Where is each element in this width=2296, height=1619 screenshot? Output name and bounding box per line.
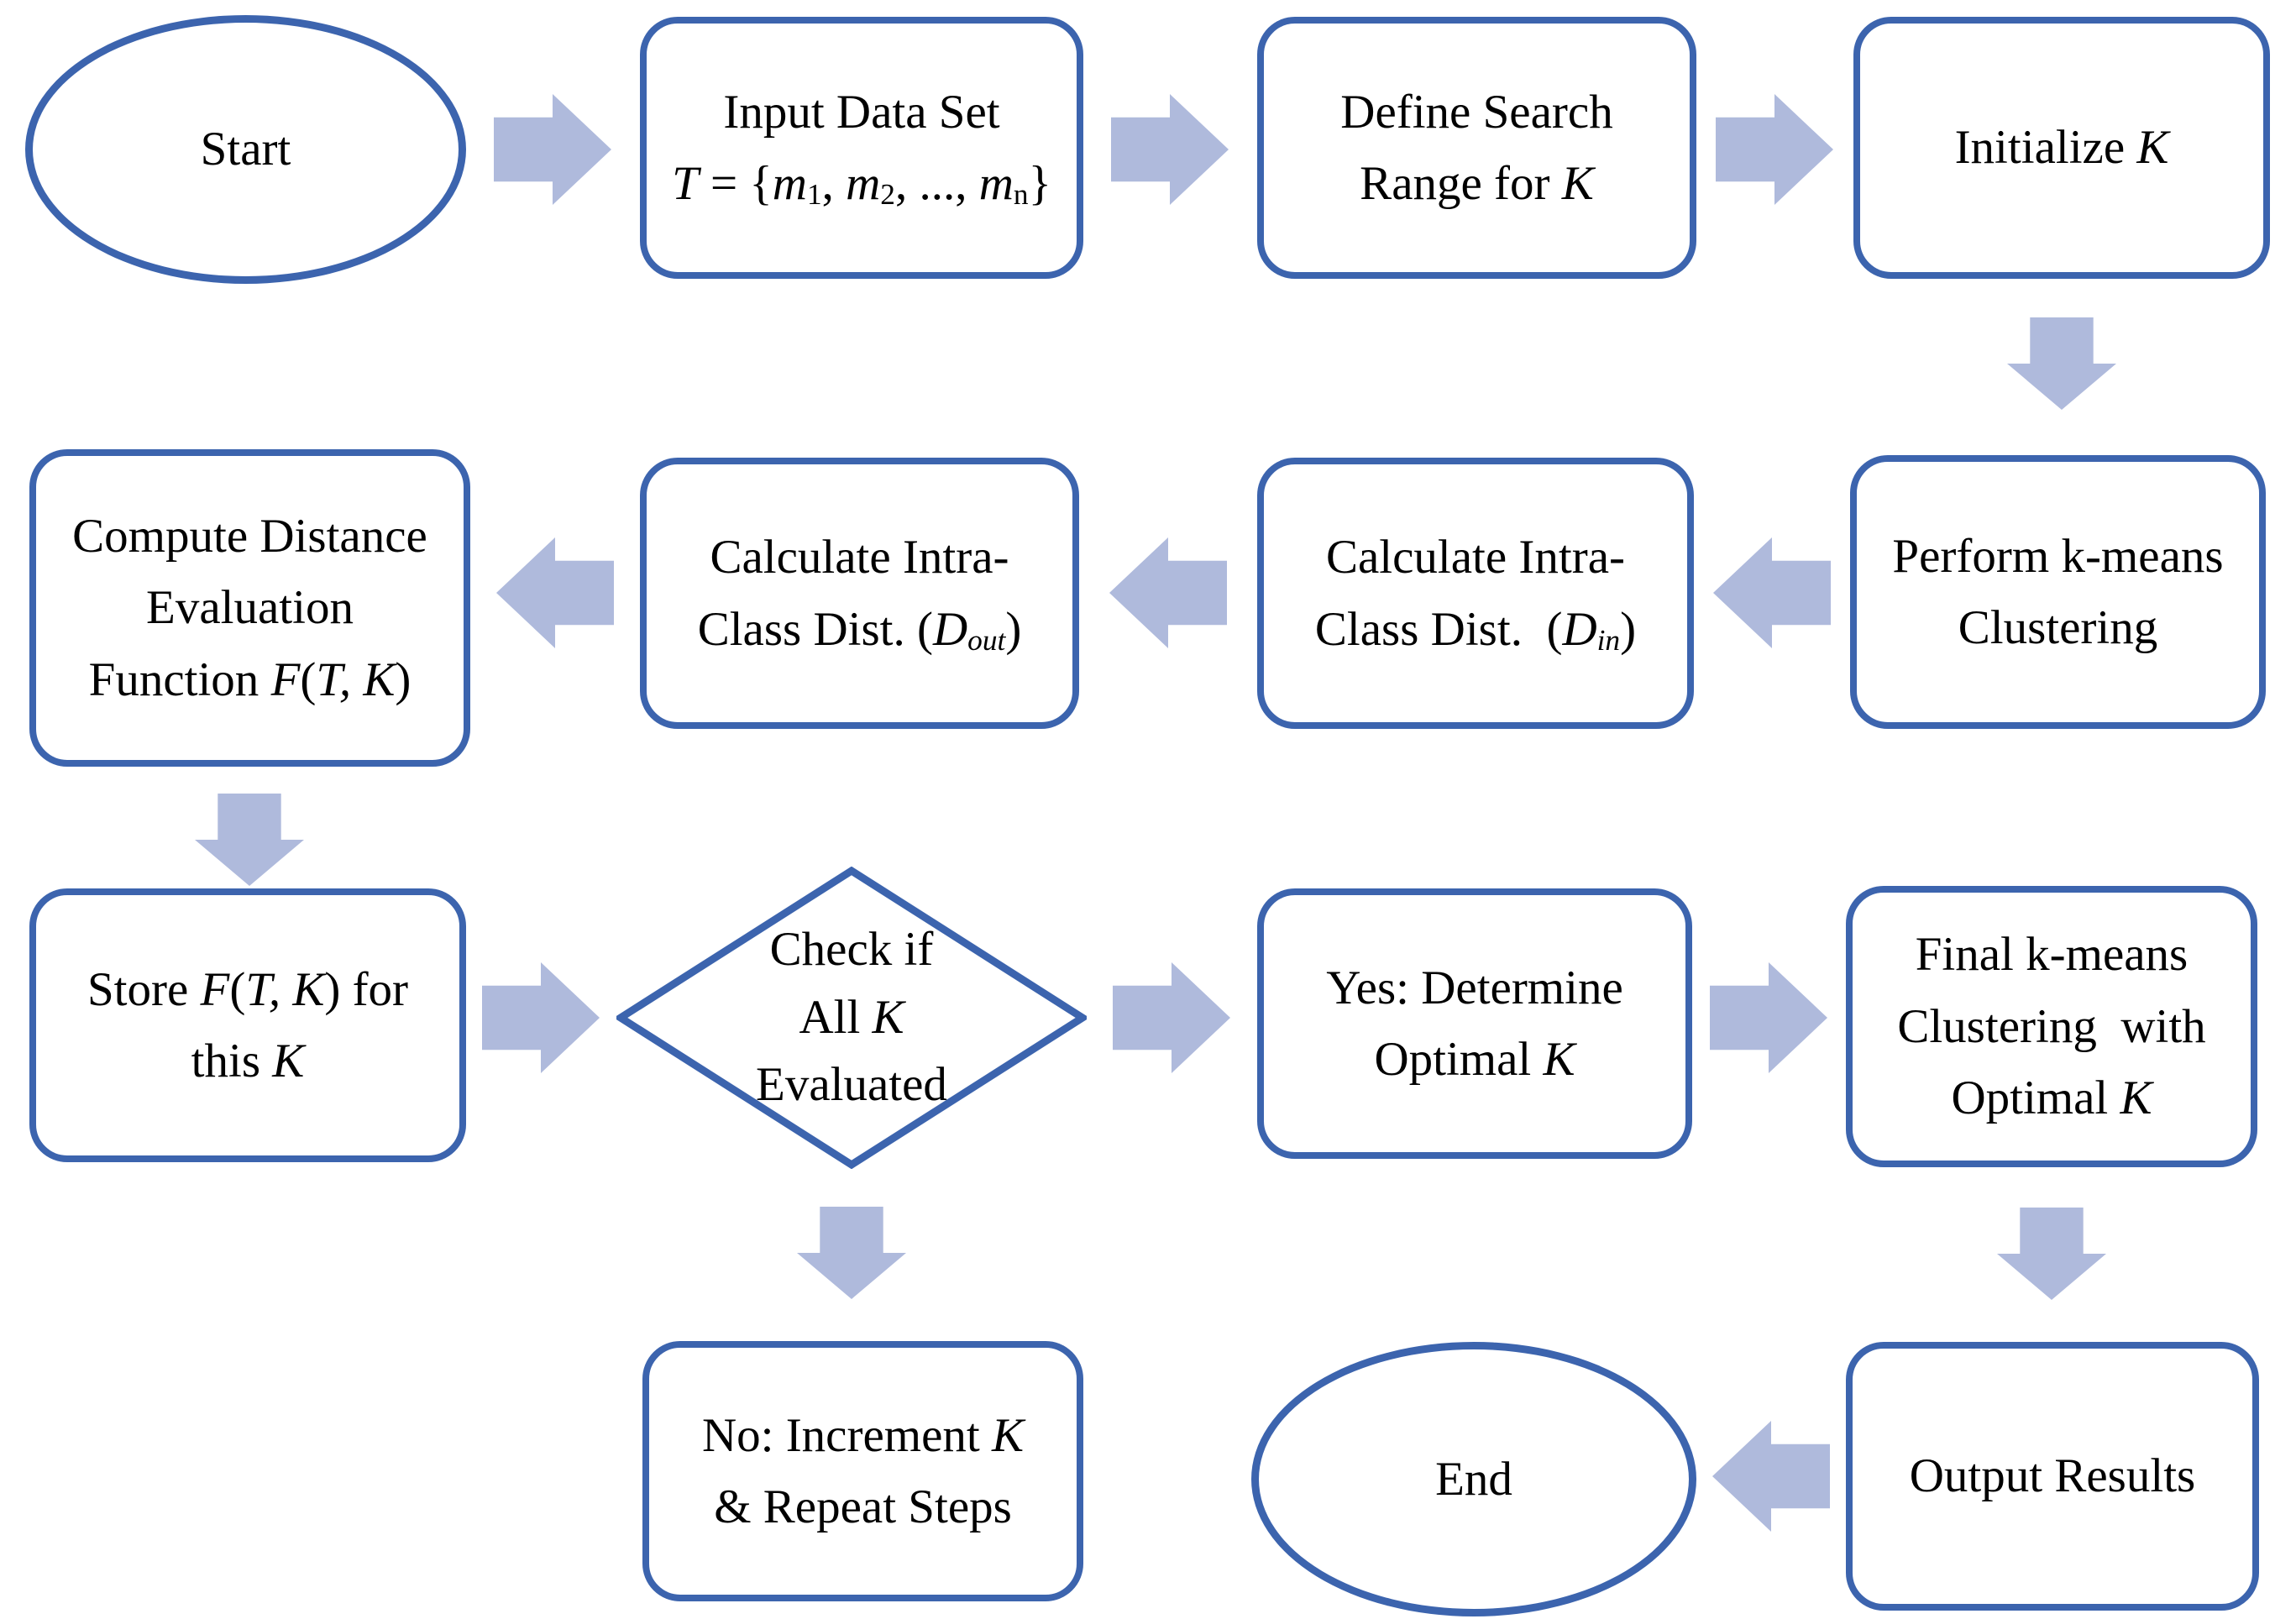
node-store-f-for-this-k: Store F(T, K) for this K bbox=[29, 888, 466, 1162]
label-line: Clustering with bbox=[1897, 999, 2206, 1053]
decision-check-all-k-evaluated-label: Check if All K Evaluated bbox=[616, 867, 1087, 1169]
label-line: Optimal K bbox=[1374, 1033, 1575, 1086]
label-line: Output Results bbox=[1909, 1449, 2196, 1503]
node-calculate-intra-class-dist-din-label: Calculate Intra- Class Dist. (Din) bbox=[1315, 521, 1636, 665]
label-line: Store F(T, K) for bbox=[86, 962, 409, 1016]
node-input-data-set-label: Input Data Set T = {m1, m2, ..., mn} bbox=[672, 76, 1051, 220]
node-input-data-set: Input Data Set T = {m1, m2, ..., mn} bbox=[640, 17, 1083, 279]
label-line: Evaluation bbox=[146, 581, 354, 635]
label-line: Initialize K bbox=[1954, 121, 2169, 175]
node-start: Start bbox=[25, 15, 466, 284]
label-line: Yes: Determine bbox=[1326, 961, 1623, 1014]
arrow-din-to-dout bbox=[1109, 537, 1227, 648]
label-line: T = {m1, m2, ..., mn} bbox=[672, 157, 1051, 212]
node-output-results-label: Output Results bbox=[1910, 1440, 2195, 1512]
node-no-increment-k-repeat: No: Increment K & Repeat Steps bbox=[642, 1341, 1083, 1601]
label-line: Perform k-means bbox=[1892, 529, 2224, 583]
label-line: Calculate Intra- bbox=[710, 531, 1009, 584]
diamond-shape bbox=[616, 867, 1087, 1169]
label-line: End bbox=[1435, 1452, 1512, 1506]
label-line: Evaluated bbox=[756, 1058, 947, 1112]
node-no-increment-k-repeat-label: No: Increment K & Repeat Steps bbox=[702, 1400, 1024, 1543]
decision-check-all-k-evaluated: Check if All K Evaluated bbox=[616, 867, 1087, 1169]
label-line: Check if bbox=[769, 922, 934, 976]
label-line: Class Dist. (Din) bbox=[1314, 602, 1637, 657]
arrow-final-to-output bbox=[1997, 1208, 2106, 1300]
arrow-perform-to-din bbox=[1713, 537, 1831, 648]
arrow-store-to-check bbox=[482, 962, 600, 1073]
node-store-f-for-this-k-label: Store F(T, K) for this K bbox=[87, 954, 408, 1098]
label-line: Input Data Set bbox=[723, 85, 1000, 139]
label-line: Class Dist. (Dout) bbox=[697, 602, 1022, 657]
label-line: Define Search bbox=[1340, 85, 1613, 139]
arrow-check-to-no bbox=[797, 1207, 906, 1299]
node-output-results: Output Results bbox=[1846, 1342, 2259, 1611]
node-start-label: Start bbox=[201, 113, 291, 186]
arrow-define-to-init bbox=[1716, 94, 1833, 205]
label-line: Range for K bbox=[1360, 157, 1594, 210]
node-initialize-k-label: Initialize K bbox=[1955, 112, 2169, 184]
arrow-start-to-input bbox=[494, 94, 611, 205]
label-line: Calculate Intra- bbox=[1325, 531, 1626, 584]
node-end-label: End bbox=[1435, 1443, 1512, 1516]
node-calculate-intra-class-dist-dout-label: Calculate Intra- Class Dist. (Dout) bbox=[698, 521, 1022, 665]
label-line: All K bbox=[799, 990, 904, 1044]
node-calculate-intra-class-dist-din: Calculate Intra- Class Dist. (Din) bbox=[1257, 458, 1694, 729]
node-initialize-k: Initialize K bbox=[1853, 17, 2270, 279]
arrow-yes-to-final bbox=[1710, 962, 1827, 1073]
label-line: No: Increment K bbox=[701, 1408, 1025, 1462]
label-line: Compute Distance bbox=[72, 509, 427, 563]
label-line: Start bbox=[200, 123, 291, 176]
arrow-dout-to-compute bbox=[496, 537, 614, 648]
label-line: Optimal K bbox=[1951, 1071, 2152, 1125]
arrow-init-to-perform bbox=[2007, 317, 2116, 410]
arrow-check-to-yes bbox=[1113, 962, 1230, 1073]
arrow-compute-to-store bbox=[195, 794, 304, 886]
node-calculate-intra-class-dist-dout: Calculate Intra- Class Dist. (Dout) bbox=[640, 458, 1079, 729]
arrow-output-to-end bbox=[1712, 1421, 1830, 1532]
label-line: Function F(T, K) bbox=[88, 652, 411, 706]
label-line: & Repeat Steps bbox=[714, 1480, 1012, 1533]
label-line: this K bbox=[191, 1035, 305, 1087]
label-line: Final k-means bbox=[1915, 928, 2189, 982]
label-line: Clustering bbox=[1958, 601, 2158, 654]
node-end: End bbox=[1251, 1342, 1696, 1616]
arrow-input-to-define bbox=[1111, 94, 1229, 205]
